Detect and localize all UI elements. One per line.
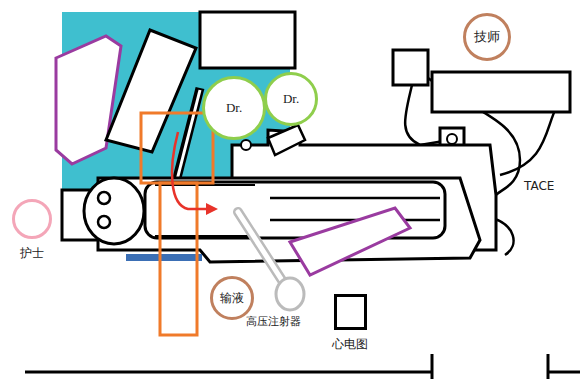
infusion-circle: 输液 bbox=[210, 276, 254, 320]
nurse-circle bbox=[12, 199, 52, 239]
node-text: 护士 bbox=[10, 245, 54, 262]
staff-circle: Dr. bbox=[264, 72, 318, 126]
equipment-label: TACE bbox=[524, 179, 554, 193]
staff-circle: 技师 bbox=[463, 13, 511, 61]
nurse-station: 护士 bbox=[10, 199, 54, 261]
node-text: Dr. bbox=[226, 100, 242, 116]
node-text: 输液 bbox=[220, 290, 244, 307]
ecg-station: 心电图 bbox=[325, 294, 375, 352]
node-text: 技师 bbox=[474, 28, 500, 46]
device-label: 高压注射器 bbox=[246, 314, 301, 329]
node-text: Dr. bbox=[283, 91, 299, 107]
ecg-box bbox=[334, 294, 367, 330]
node-text: 心电图 bbox=[325, 336, 375, 353]
staff-circle: Dr. bbox=[202, 76, 266, 140]
